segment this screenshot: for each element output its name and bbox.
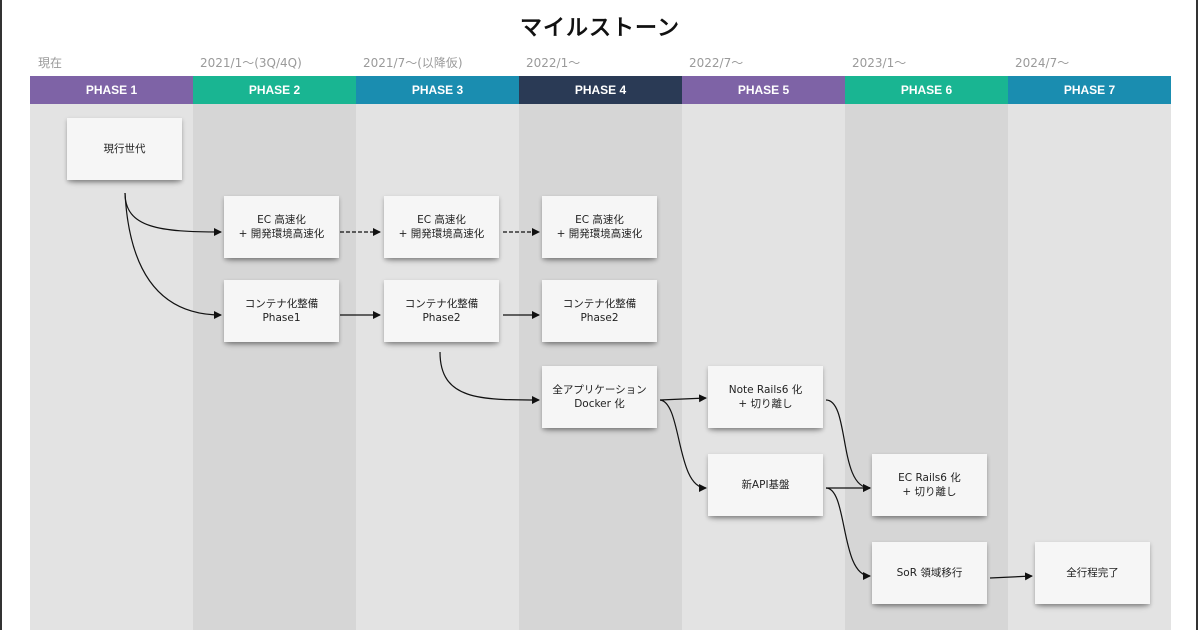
phase-4-date: 2022/1〜 [526, 56, 581, 70]
card-line: コンテナ化整備 [244, 298, 319, 310]
card-containerization-phase3: コンテナ化整備 Phase2 [384, 280, 499, 342]
phase-3-header: PHASE 3 [356, 76, 519, 104]
card-line: EC 高速化 [417, 214, 466, 226]
card-line: Phase1 [262, 312, 301, 324]
phase-7-date: 2024/7〜 [1015, 56, 1070, 70]
phase-7-header: PHASE 7 [1008, 76, 1171, 104]
card-line: EC Rails6 化 [898, 472, 961, 484]
card-line: コンテナ化整備 [404, 298, 479, 310]
card-ec-speedup-phase3: EC 高速化 + 開発環境高速化 [384, 196, 499, 258]
card-line: EC 高速化 [575, 214, 624, 226]
phase-2-column [193, 104, 356, 630]
diagram-title: マイルストーン [520, 16, 680, 41]
card-line: Phase2 [580, 312, 619, 324]
card-line: 全アプリケーション [552, 384, 647, 396]
card-containerization-phase2: コンテナ化整備 Phase1 [224, 280, 339, 342]
phase-5-header: PHASE 5 [682, 76, 845, 104]
card-line: EC 高速化 [257, 214, 306, 226]
card-line: コンテナ化整備 [562, 298, 637, 310]
card-containerization-phase4: コンテナ化整備 Phase2 [542, 280, 657, 342]
card-line: SoR 領域移行 [896, 567, 963, 579]
phase-4-header: PHASE 4 [519, 76, 682, 104]
card-line: 全行程完了 [1066, 567, 1119, 579]
phase-3-column [356, 104, 519, 630]
card-line: Docker 化 [574, 398, 625, 410]
phase-1-date: 現在 [38, 56, 63, 70]
card-ec-speedup-phase2: EC 高速化 + 開発環境高速化 [224, 196, 339, 258]
card-docker-all-apps: 全アプリケーション Docker 化 [542, 366, 657, 428]
card-ec-speedup-phase4: EC 高速化 + 開発環境高速化 [542, 196, 657, 258]
phase-3-date: 2021/7〜(以降仮) [363, 56, 463, 70]
card-line: Note Rails6 化 [728, 384, 803, 396]
phase-6-header: PHASE 6 [845, 76, 1008, 104]
card-new-api-platform: 新API基盤 [708, 454, 823, 516]
card-current-generation: 現行世代 [67, 118, 182, 180]
card-sor-migration: SoR 領域移行 [872, 542, 987, 604]
card-all-complete: 全行程完了 [1035, 542, 1150, 604]
card-line: + 切り離し [902, 486, 957, 498]
phase-1-column [30, 104, 193, 630]
phase-1-header: PHASE 1 [30, 76, 193, 104]
phase-2-header: PHASE 2 [193, 76, 356, 104]
card-line: + 開発環境高速化 [398, 228, 485, 240]
card-line: Phase2 [422, 312, 461, 324]
card-note-rails6: Note Rails6 化 + 切り離し [708, 366, 823, 428]
card-line: 現行世代 [103, 143, 146, 155]
card-line: 新API基盤 [741, 479, 790, 491]
card-line: + 開発環境高速化 [238, 228, 325, 240]
card-line: + 開発環境高速化 [556, 228, 643, 240]
phase-5-date: 2022/7〜 [689, 56, 744, 70]
phase-6-date: 2023/1〜 [852, 56, 907, 70]
card-line: + 切り離し [738, 398, 793, 410]
phase-2-date: 2021/1〜(3Q/4Q) [200, 56, 302, 70]
card-ec-rails6: EC Rails6 化 + 切り離し [872, 454, 987, 516]
